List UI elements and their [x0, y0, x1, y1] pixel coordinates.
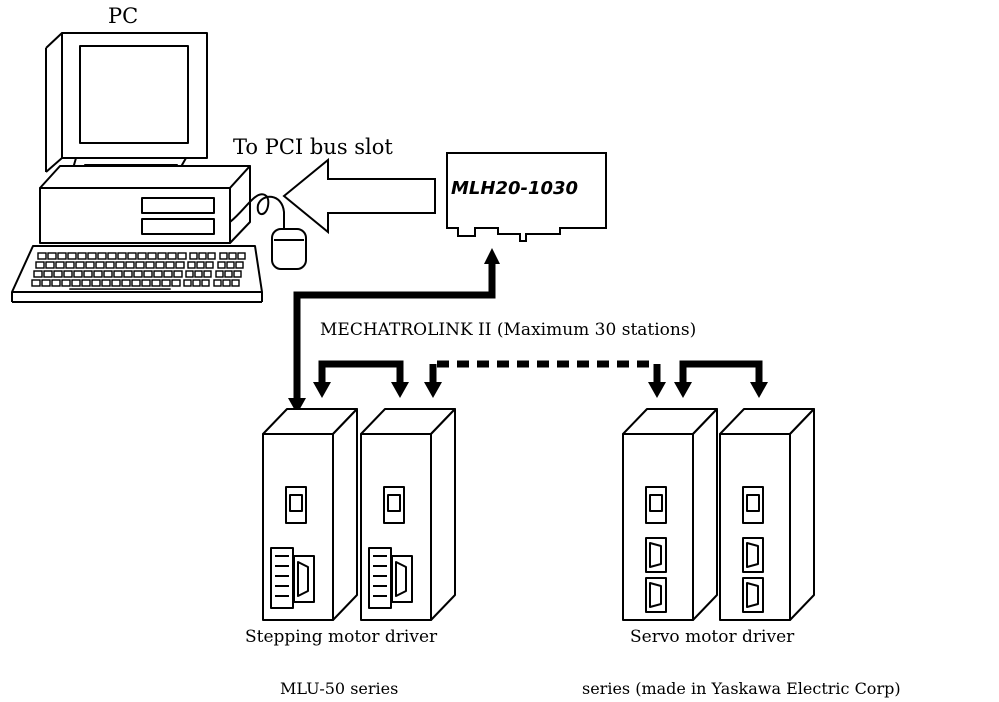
- card-model-label: MLH20-1030: [451, 178, 579, 199]
- pci-slot-label: To PCI bus slot: [233, 135, 393, 159]
- pci-card: [446, 152, 607, 242]
- monitor-screen: [79, 45, 189, 144]
- drivers-group: [262, 408, 815, 621]
- mouse-icon: [229, 193, 307, 270]
- keyboard-keys: [31, 252, 246, 290]
- pc-label: PC: [108, 4, 139, 28]
- bus-arrowheads: [288, 248, 768, 414]
- stepping-driver-1: [262, 408, 358, 621]
- servo-driver-2: [719, 408, 815, 621]
- bus-main-line: [293, 261, 496, 408]
- bus-link-1: [318, 360, 404, 388]
- pc-computer-icon: [11, 32, 263, 303]
- servo-driver-series: series (made in Yaskawa Electric Corp): [582, 679, 901, 698]
- bus-link-2: [679, 360, 763, 388]
- stepping-driver-title: Stepping motor driver: [245, 627, 438, 647]
- network-label: MECHATROLINK II (Maximum 30 stations): [320, 320, 697, 340]
- servo-driver-title: Servo motor driver: [630, 627, 795, 647]
- pci-insert-arrow: [282, 157, 436, 235]
- drive-bay-1: [141, 197, 215, 214]
- stepping-driver-series: MLU-50 series: [280, 679, 399, 698]
- servo-driver-1: [622, 408, 718, 621]
- drive-bay-2: [141, 218, 215, 235]
- mechatrolink-bus: [293, 261, 763, 408]
- stepping-driver-2: [360, 408, 456, 621]
